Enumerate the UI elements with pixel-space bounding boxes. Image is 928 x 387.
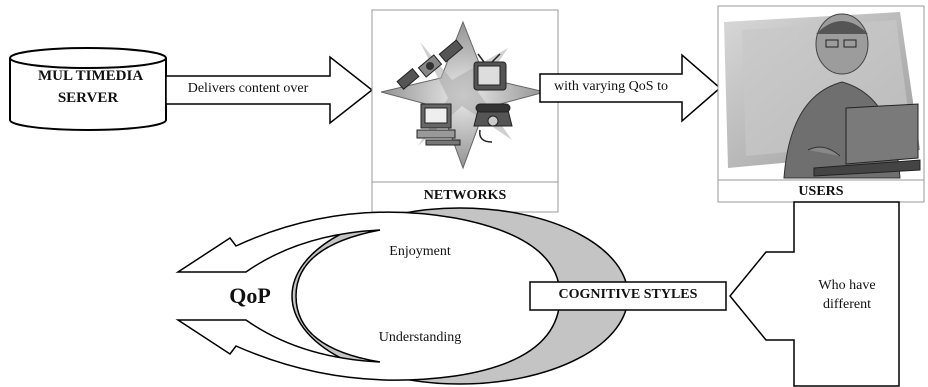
understanding-label: Understanding [378, 330, 462, 345]
cognitive-styles-label: COGNITIVE STYLES [558, 287, 698, 302]
computer-icon [416, 103, 461, 146]
television-icon [473, 53, 507, 91]
multimedia-server-cylinder [9, 47, 167, 131]
deliver-arrow-label: Delivers content over [187, 81, 309, 96]
qop-double-arrow [175, 211, 561, 381]
cognitive-styles-box [529, 281, 727, 311]
telephone-icon [473, 103, 513, 143]
server-label-line2: SERVER [57, 90, 119, 106]
who-have-arrow [729, 201, 900, 387]
person-at-laptop-icon [724, 12, 921, 179]
qop-label: QoP [229, 283, 271, 308]
users-label: USERS [798, 184, 844, 199]
qos-arrow-label: with varying QoS to [554, 79, 668, 94]
satellite-icon [396, 39, 464, 90]
deliver-arrow [165, 55, 374, 125]
qos-arrow [539, 53, 722, 123]
who-have-line1: Who have [818, 278, 876, 293]
server-label-line1: MUL TIMEDIA [38, 68, 144, 84]
networks-label: NETWORKS [423, 188, 507, 203]
who-have-line2: different [823, 297, 871, 312]
enjoyment-label: Enjoyment [389, 244, 451, 259]
